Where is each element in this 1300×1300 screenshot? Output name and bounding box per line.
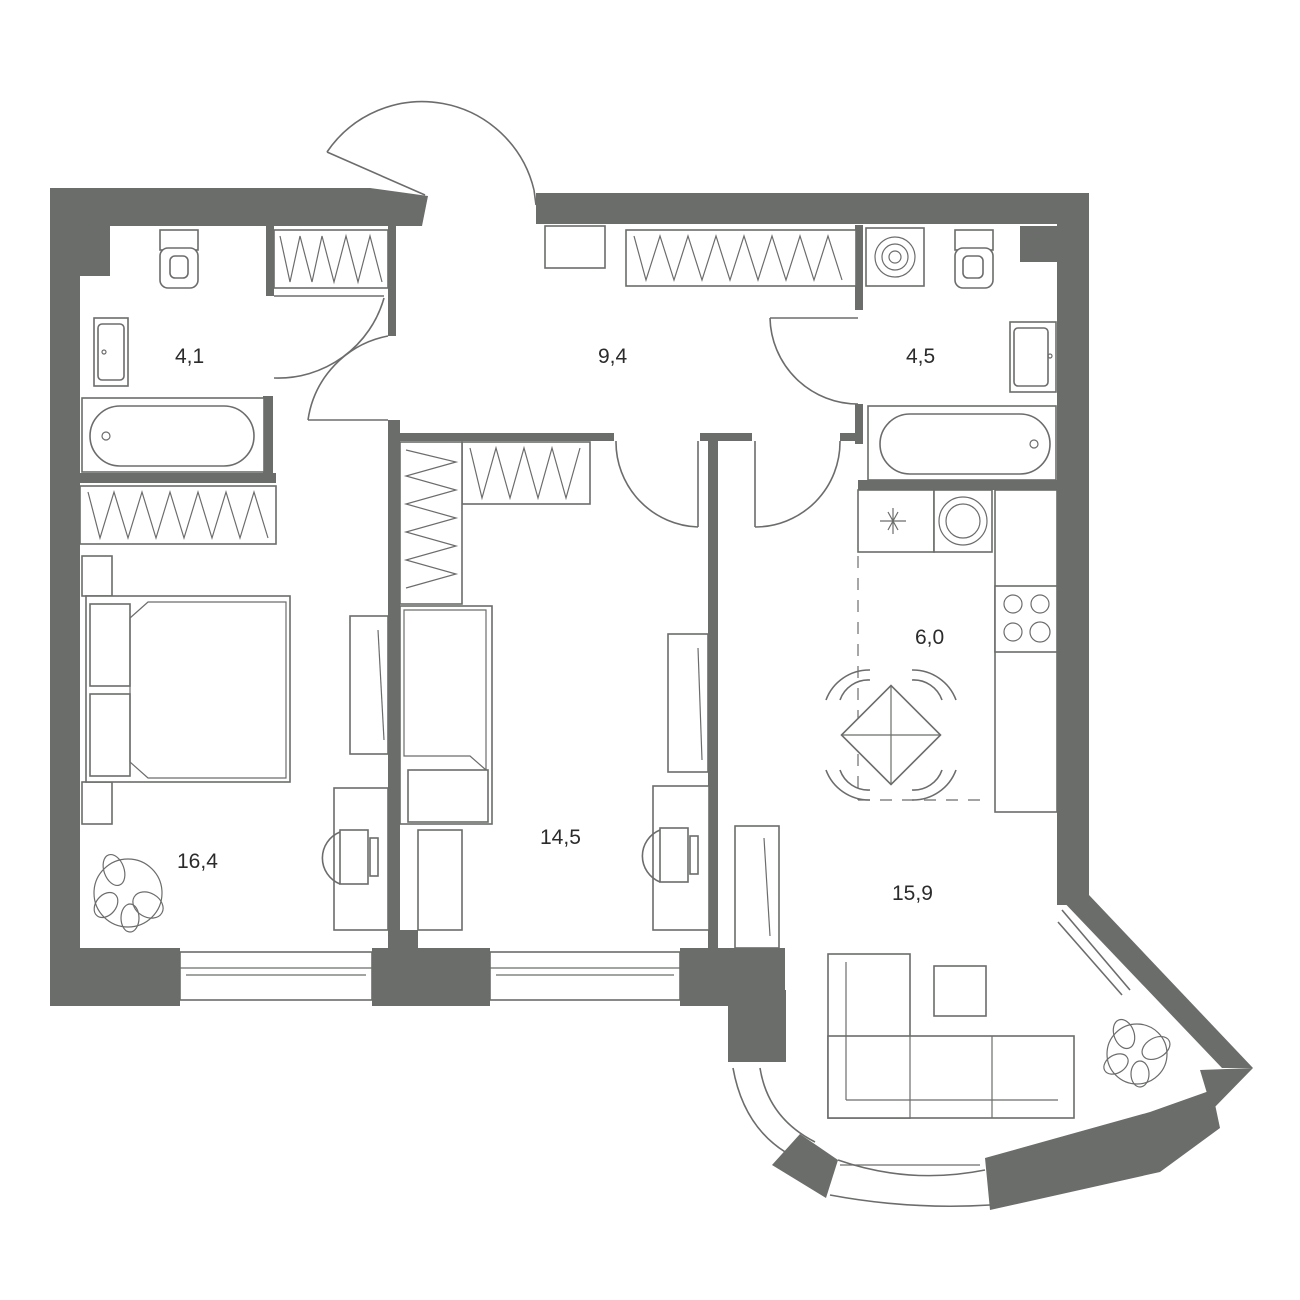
area-labels: 4,1 9,4 4,5 6,0 16,4 14,5 15,9 — [175, 345, 944, 905]
plant-icon — [93, 853, 164, 933]
windows — [179, 909, 1131, 1208]
area-label-kitchen: 6,0 — [915, 626, 944, 649]
area-label-living-room: 15,9 — [892, 882, 933, 905]
bathroom-left-fixtures — [81, 229, 265, 473]
area-label-hallway: 9,4 — [598, 345, 628, 368]
kitchen-fixtures — [825, 489, 1058, 813]
plant-icon — [1103, 1018, 1171, 1088]
doors — [273, 100, 859, 528]
wardrobes — [79, 225, 857, 605]
dining-table — [825, 669, 957, 801]
bedroom-left-furniture — [81, 555, 389, 933]
walls — [50, 188, 1253, 1210]
area-label-bathroom-right: 4,5 — [906, 345, 935, 368]
area-label-bedroom-middle: 14,5 — [540, 826, 581, 849]
area-label-bedroom-left: 16,4 — [177, 850, 218, 873]
bathroom-right-fixtures — [865, 227, 1057, 481]
bedroom-middle-furniture — [399, 605, 710, 931]
area-label-bathroom-left: 4,1 — [175, 345, 204, 368]
living-room-furniture — [734, 825, 1171, 1119]
